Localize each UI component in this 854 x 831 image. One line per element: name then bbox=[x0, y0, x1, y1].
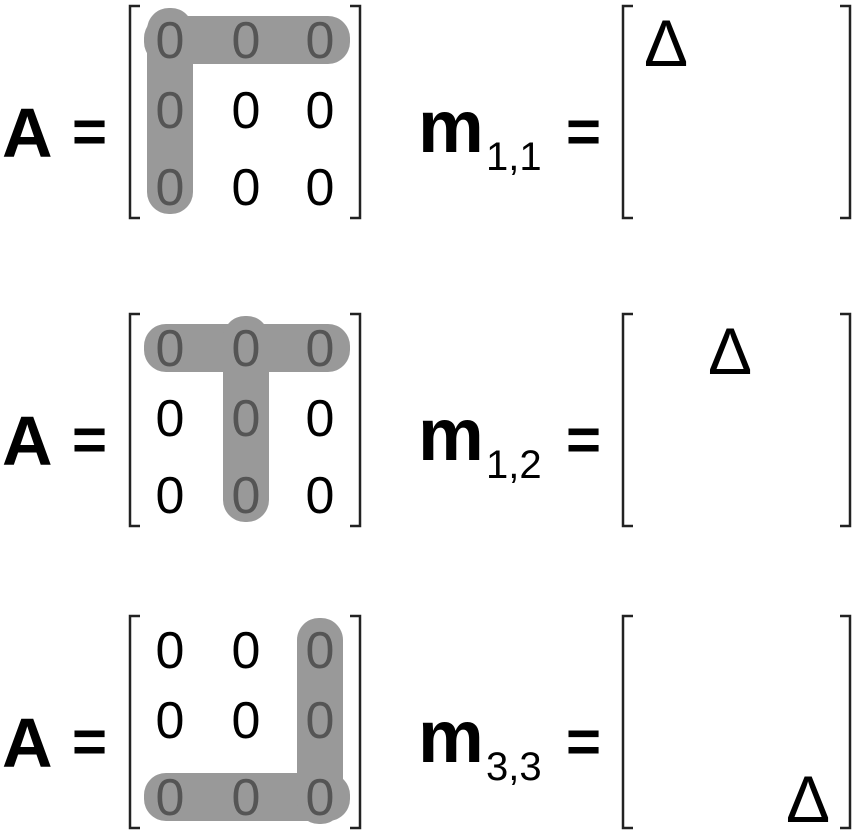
minor-symbol: m bbox=[418, 393, 484, 476]
matrix-entry: 0 bbox=[306, 82, 335, 140]
minor-symbol: m bbox=[418, 85, 484, 168]
matrix-entry: 0 bbox=[306, 692, 335, 750]
matrix-m-left-bracket bbox=[621, 614, 633, 830]
matrix-entry: 0 bbox=[306, 12, 335, 70]
matrix-a-right-bracket bbox=[350, 312, 362, 528]
matrix-entry: 0 bbox=[232, 467, 261, 525]
matrix-entry: 0 bbox=[232, 390, 261, 448]
matrix-entry: 0 bbox=[156, 320, 185, 378]
matrix-entry: 0 bbox=[156, 82, 185, 140]
delta-symbol: Δ bbox=[786, 762, 830, 831]
matrix-entry: 0 bbox=[156, 769, 185, 827]
minor-subscript: 1,1 bbox=[486, 135, 542, 179]
matrix-a-left-bracket bbox=[128, 312, 140, 528]
highlight-column-band bbox=[297, 618, 343, 824]
minor-subscript: 1,2 bbox=[486, 443, 542, 487]
matrix-a-label: A bbox=[2, 704, 53, 782]
matrix-entry: 0 bbox=[306, 769, 335, 827]
delta-symbol: Δ bbox=[708, 314, 752, 388]
highlight-row-band bbox=[144, 16, 350, 64]
highlight-column-band bbox=[223, 316, 269, 522]
equals-sign: = bbox=[566, 708, 601, 775]
matrix-entry: 0 bbox=[232, 82, 261, 140]
matrix-entry: 0 bbox=[306, 622, 335, 680]
matrix-entry: 0 bbox=[232, 692, 261, 750]
matrix-entry: 0 bbox=[156, 12, 185, 70]
matrix-m-left-bracket bbox=[621, 4, 633, 220]
matrix-entry: 0 bbox=[156, 692, 185, 750]
equals-sign: = bbox=[72, 406, 107, 473]
matrix-m-right-bracket bbox=[840, 614, 852, 830]
minor-symbol: m bbox=[418, 695, 484, 778]
matrix-entry: 0 bbox=[156, 390, 185, 448]
matrix-entry: 0 bbox=[306, 320, 335, 378]
matrix-entry: 0 bbox=[232, 159, 261, 217]
matrix-a-right-bracket bbox=[350, 4, 362, 220]
matrix-entry: 0 bbox=[232, 320, 261, 378]
delta-symbol: Δ bbox=[644, 6, 688, 80]
matrix-entry: 0 bbox=[156, 467, 185, 525]
matrix-a-label: A bbox=[2, 94, 53, 172]
highlight-column-band bbox=[147, 8, 193, 214]
equals-sign: = bbox=[72, 708, 107, 775]
matrix-entry: 0 bbox=[306, 467, 335, 525]
matrix-entry: 0 bbox=[232, 622, 261, 680]
matrix-m-right-bracket bbox=[840, 312, 852, 528]
matrix-entry: 0 bbox=[156, 622, 185, 680]
minor-subscript: 3,3 bbox=[486, 745, 542, 789]
matrix-entry: 0 bbox=[156, 159, 185, 217]
matrix-entry: 0 bbox=[306, 159, 335, 217]
matrix-a-left-bracket bbox=[128, 614, 140, 830]
matrix-entry: 0 bbox=[306, 390, 335, 448]
equals-sign: = bbox=[566, 98, 601, 165]
equals-sign: = bbox=[72, 98, 107, 165]
matrix-a-left-bracket bbox=[128, 4, 140, 220]
matrix-a-label: A bbox=[2, 402, 53, 480]
matrix-m-right-bracket bbox=[840, 4, 852, 220]
matrix-entry: 0 bbox=[232, 769, 261, 827]
matrix-a-right-bracket bbox=[350, 614, 362, 830]
equals-sign: = bbox=[566, 406, 601, 473]
matrix-entry: 0 bbox=[232, 12, 261, 70]
matrix-m-left-bracket bbox=[621, 312, 633, 528]
